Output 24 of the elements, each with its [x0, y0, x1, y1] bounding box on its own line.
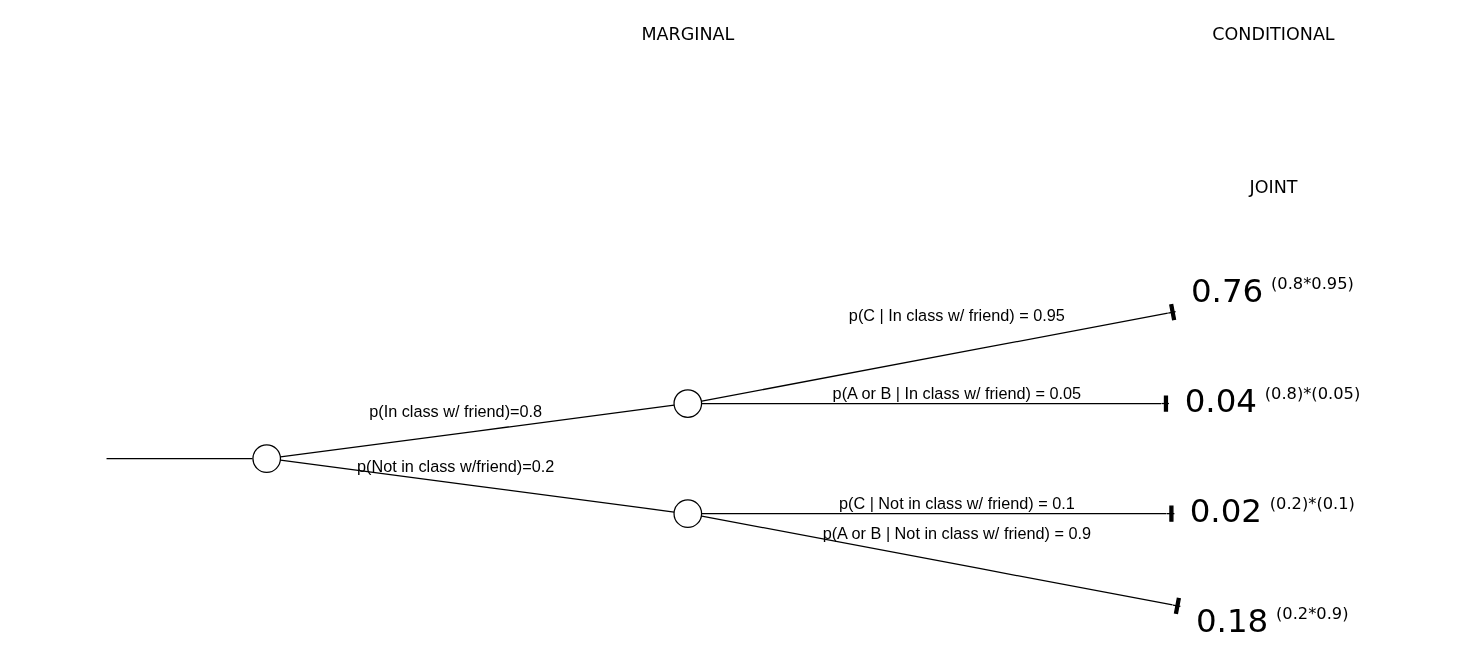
label: JOINT: [1249, 176, 1297, 197]
node-text: 0.18: [1195, 602, 1268, 641]
node-circle: [672, 389, 702, 418]
edge-label: p(Not in class w/friend)=0.2: [356, 456, 554, 475]
connector: [700, 303, 1176, 402]
node-circle: [251, 444, 281, 473]
node-label: (0.8)*(0.05): [1264, 384, 1360, 404]
node-circle: [672, 499, 702, 529]
node-label: (0.2)*(0.1): [1269, 494, 1355, 514]
label: CONDITIONAL: [1211, 24, 1335, 45]
connector: [279, 404, 675, 458]
edge-label: p(A or B | In class w/ friend) = 0.05: [832, 384, 1081, 403]
node-label: (0.8*0.95): [1270, 273, 1354, 293]
label: MARGINAL: [640, 24, 734, 45]
connector: [279, 459, 675, 513]
edge-label: p(A or B | Not in class w/ friend) = 0.9: [822, 524, 1091, 543]
node-text: 0.76: [1190, 271, 1263, 310]
connector: [105, 457, 253, 460]
node-text: 0.02: [1189, 492, 1262, 531]
node-label: (0.2*0.9): [1275, 604, 1348, 624]
edge-label: p(C | Not in class w/ friend) = 0.1: [838, 494, 1075, 513]
edge-label: p(In class w/ friend)=0.8: [368, 401, 542, 420]
edge-label: p(C | In class w/ friend) = 0.95: [848, 306, 1065, 325]
node-text: 0.04: [1184, 382, 1257, 421]
